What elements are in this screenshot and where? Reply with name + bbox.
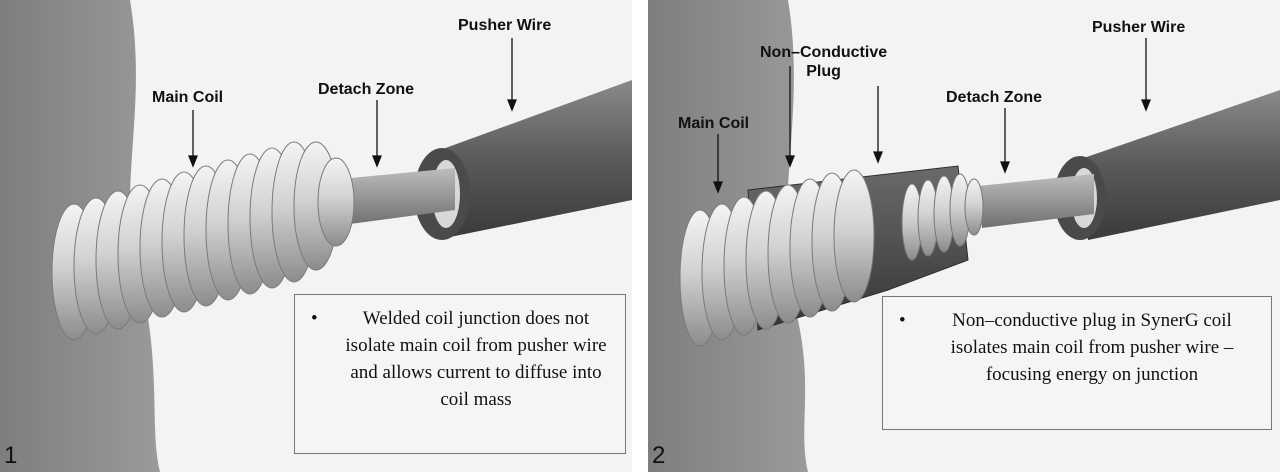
pusher-wire-label: Pusher Wire (1092, 19, 1186, 36)
main-coil-shape (679, 169, 875, 347)
detach-zone-label: Detach Zone (946, 89, 1043, 106)
callout-box: • Non–conductive plug in SynerG coil iso… (882, 296, 1272, 430)
bullet-glyph: • (899, 310, 906, 331)
plug-label-line-1: Non–Conductive (760, 44, 888, 61)
callout-text: Welded coil junction does not isolate ma… (345, 308, 607, 410)
detach-zone-label: Detach Zone (318, 81, 415, 98)
detach-zone-rod (978, 174, 1094, 228)
main-coil-label: Main Coil (152, 89, 224, 106)
bullet-glyph: • (311, 308, 318, 329)
small-coil-shape (901, 173, 984, 261)
pointer-arrows (188, 38, 517, 168)
panel-1: Pusher Wire Main Coil Detach Zone • Weld… (0, 0, 632, 472)
main-coil-label: Main Coil (678, 115, 750, 132)
main-coil-shape (51, 141, 355, 341)
panel-number: 1 (4, 442, 18, 469)
non-conductive-plug-label: Non–Conductive Plug (760, 43, 887, 81)
panel-2-illustration (648, 0, 1280, 472)
callout-box: • Welded coil junction does not isolate … (294, 294, 626, 454)
plug-label-line-2: Plug (806, 63, 841, 80)
pointer-arrows (713, 38, 1151, 194)
detach-zone-rod (330, 168, 455, 226)
panel-1-illustration (0, 0, 632, 472)
panel-2: Pusher Wire Non–Conductive Plug Main Coi… (648, 0, 1280, 472)
panel-number: 2 (652, 442, 666, 469)
pusher-wire-label: Pusher Wire (458, 17, 552, 34)
callout-text: Non–conductive plug in SynerG coil isola… (950, 310, 1234, 385)
